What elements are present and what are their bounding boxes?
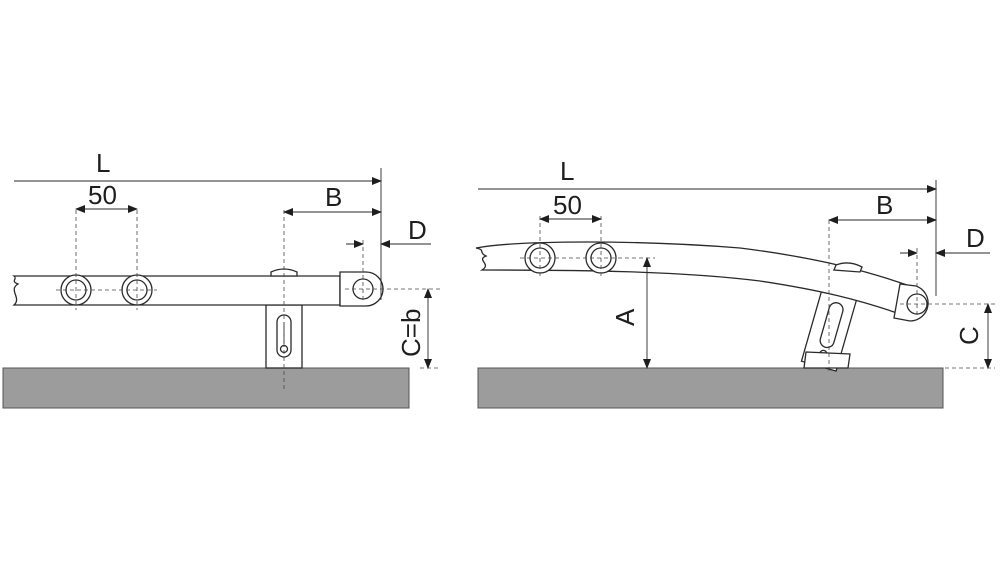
right-clamp-cap bbox=[833, 262, 863, 273]
right-label-A: A bbox=[610, 308, 640, 326]
left-clamp-cap bbox=[270, 268, 298, 277]
left-label-height: C=b bbox=[396, 309, 426, 357]
right-label-50: 50 bbox=[553, 190, 582, 220]
right-diagram: L 50 B D A C bbox=[475, 156, 995, 409]
right-label-B: B bbox=[876, 190, 893, 220]
right-label-L: L bbox=[560, 156, 574, 186]
right-post-foot bbox=[803, 351, 851, 369]
left-label-50: 50 bbox=[88, 180, 117, 210]
right-label-C: C bbox=[954, 326, 984, 345]
left-label-B: B bbox=[325, 182, 342, 212]
right-label-D: D bbox=[966, 223, 985, 253]
left-floor bbox=[2, 367, 410, 409]
right-floor bbox=[477, 367, 944, 409]
left-diagram: L 50 B D C=b bbox=[2, 148, 440, 409]
left-label-L: L bbox=[96, 148, 110, 178]
left-bar bbox=[12, 275, 341, 306]
right-bar bbox=[475, 241, 911, 315]
right-post bbox=[800, 285, 859, 372]
left-label-D: D bbox=[408, 215, 427, 245]
